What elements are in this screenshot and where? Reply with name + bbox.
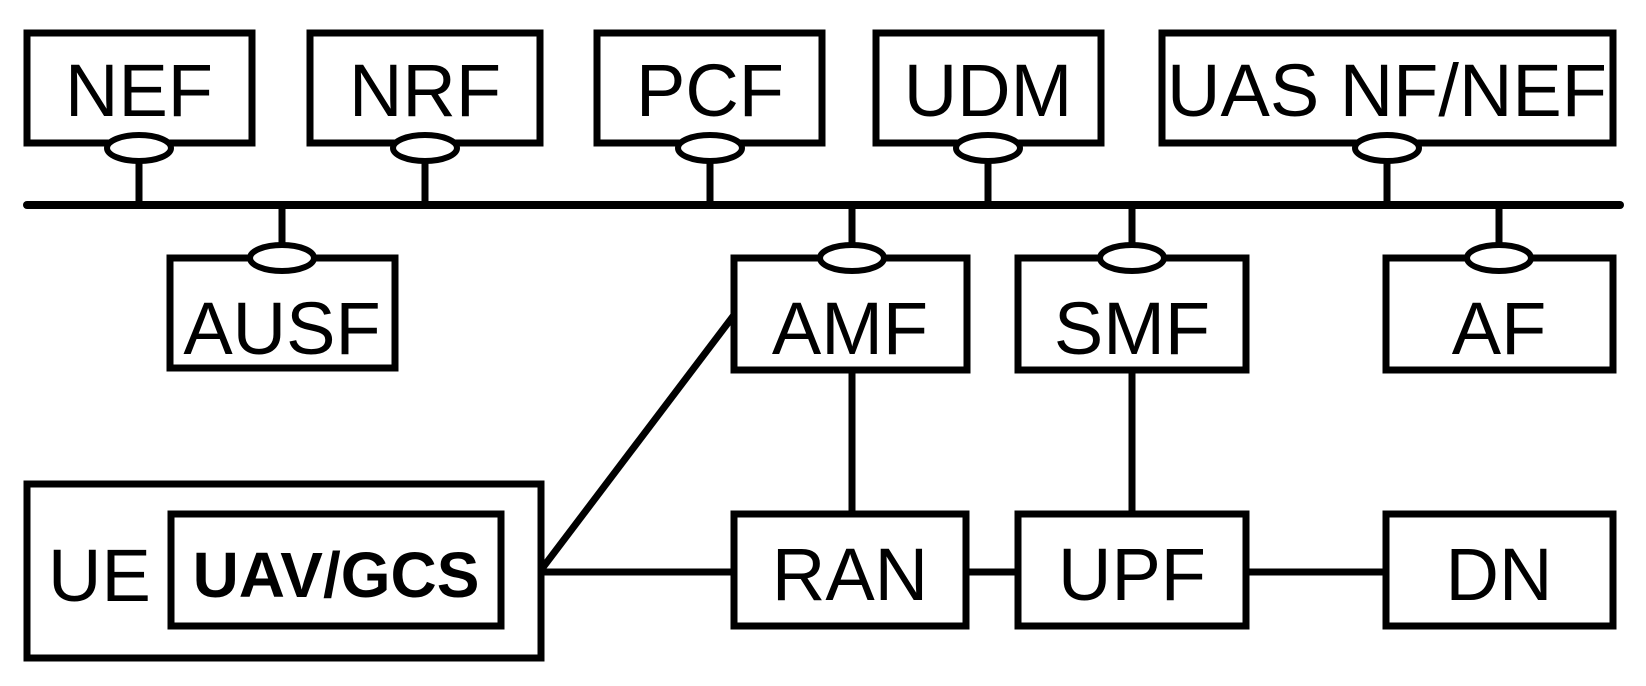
ausf-label: AUSF (183, 287, 380, 370)
nef-node: NEF (23, 29, 256, 147)
nef-interface-icon (104, 132, 174, 164)
uav-gcs-node: UAV/GCS (167, 510, 505, 630)
upf-label: UPF (1058, 533, 1206, 616)
smf-label: SMF (1054, 287, 1210, 370)
af-label: AF (1452, 287, 1547, 370)
amf-label: AMF (772, 287, 928, 370)
uav-gcs-label: UAV/GCS (193, 539, 480, 611)
pcf-node: PCF (593, 29, 826, 147)
dn-node: DN (1382, 510, 1617, 630)
uas-nf-nef-node: UAS NF/NEF (1158, 29, 1617, 147)
smf-node: SMF (1014, 254, 1250, 374)
udm-label: UDM (904, 49, 1073, 132)
pcf-interface-icon (675, 132, 745, 164)
nrf-node: NRF (306, 29, 544, 147)
af-interface-icon (1464, 242, 1534, 274)
udm-node: UDM (872, 29, 1105, 147)
nrf-label: NRF (349, 49, 501, 132)
ue-label: UE (48, 534, 151, 617)
dn-label: DN (1446, 533, 1553, 616)
uas-nf-nef-interface-icon (1352, 132, 1422, 164)
udm-interface-icon (953, 132, 1023, 164)
nef-label: NEF (65, 49, 213, 132)
nrf-interface-icon (390, 132, 460, 164)
amf-interface-icon (817, 242, 887, 274)
ran-label: RAN (772, 533, 928, 616)
pcf-label: PCF (636, 49, 784, 132)
ausf-node: AUSF (166, 254, 399, 372)
amf-node: AMF (730, 254, 971, 374)
ue-amf-link (538, 312, 737, 573)
uas-nf-nef-label: UAS NF/NEF (1167, 49, 1607, 132)
af-node: AF (1382, 254, 1617, 374)
ran-node: RAN (730, 510, 970, 630)
upf-node: UPF (1014, 510, 1250, 630)
ausf-interface-icon (247, 242, 317, 274)
smf-interface-icon (1097, 242, 1167, 274)
